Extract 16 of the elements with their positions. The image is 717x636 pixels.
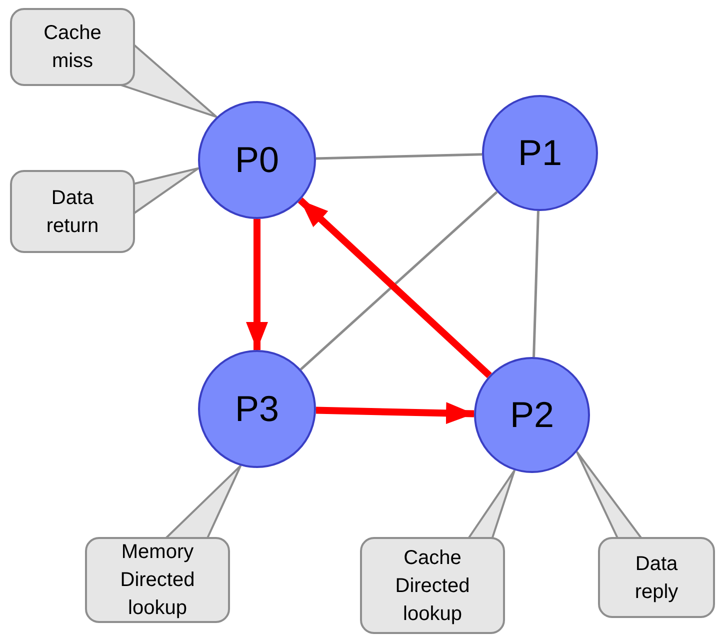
node-label: P0: [234, 142, 280, 178]
callout-text: Cache Directed lookup: [394, 546, 471, 626]
callout-box: [10, 8, 135, 86]
node-label: P1: [518, 135, 562, 171]
callout-text: Data reply: [634, 552, 680, 604]
connector-line: [532, 210, 540, 358]
callout-text: Memory Directed lookup: [119, 540, 196, 621]
node-label: P2: [510, 397, 554, 433]
connector-line: [316, 153, 482, 160]
arrow: [316, 402, 474, 424]
callout-text: Cache miss: [42, 21, 102, 74]
callout-text: Data return: [45, 186, 100, 238]
callout-box: [360, 537, 505, 634]
callout-box: [598, 537, 715, 618]
node-label: P3: [234, 391, 280, 427]
arrow: [246, 219, 268, 350]
